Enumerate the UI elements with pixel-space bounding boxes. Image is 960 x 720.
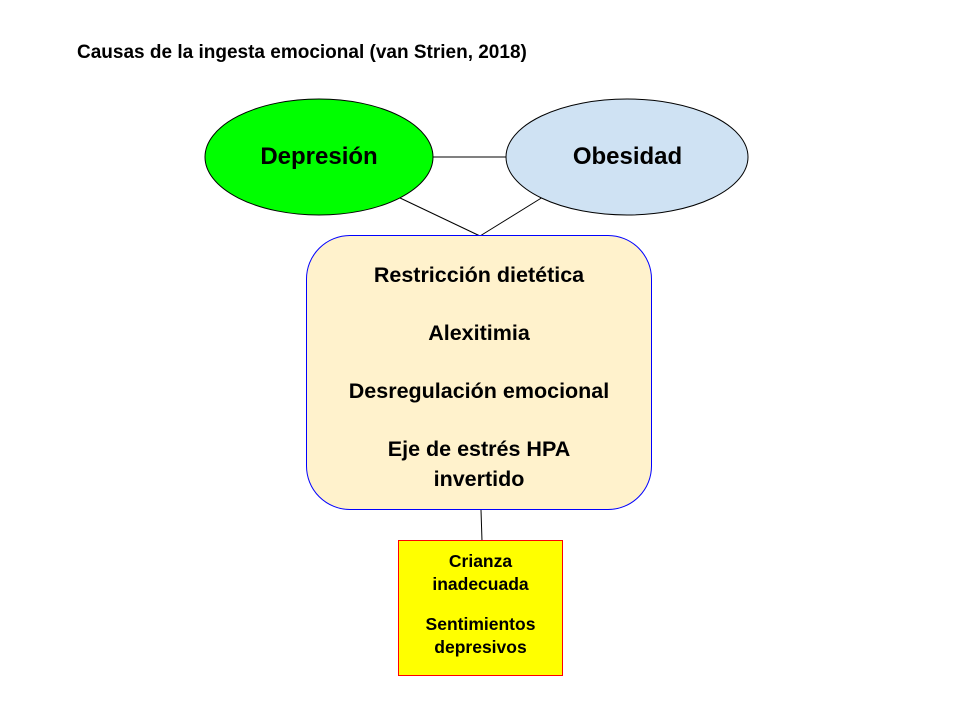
cause-eje-estres-hpa: Eje de estrés HPA invertido xyxy=(387,437,571,491)
parenting-sentimientos-depresivos: Sentimientos depresivos xyxy=(425,614,536,657)
cause-restriccion-dietetica: Restricción dietética xyxy=(373,263,585,287)
connector-depresion-causes xyxy=(397,196,481,237)
cause-desregulacion-emocional: Desregulación emocional xyxy=(348,379,610,403)
cause-alexitimia: Alexitimia xyxy=(428,321,530,345)
diagram-title: Causas de la ingesta emocional (van Stri… xyxy=(77,42,527,63)
causes-box: Restricción dietética Alexitimia Desregu… xyxy=(306,235,652,510)
obesidad-label: Obesidad xyxy=(572,143,683,170)
parenting-box: Crianza inadecuada Sentimientos depresiv… xyxy=(398,540,563,676)
depresion-ellipse xyxy=(204,98,434,216)
connector-causes-parenting xyxy=(480,509,483,542)
obesidad-ellipse xyxy=(505,98,749,216)
parenting-crianza-inadecuada: Crianza inadecuada xyxy=(432,551,529,594)
depresion-label: Depresión xyxy=(260,143,378,170)
connector-obesidad-causes xyxy=(479,196,544,237)
